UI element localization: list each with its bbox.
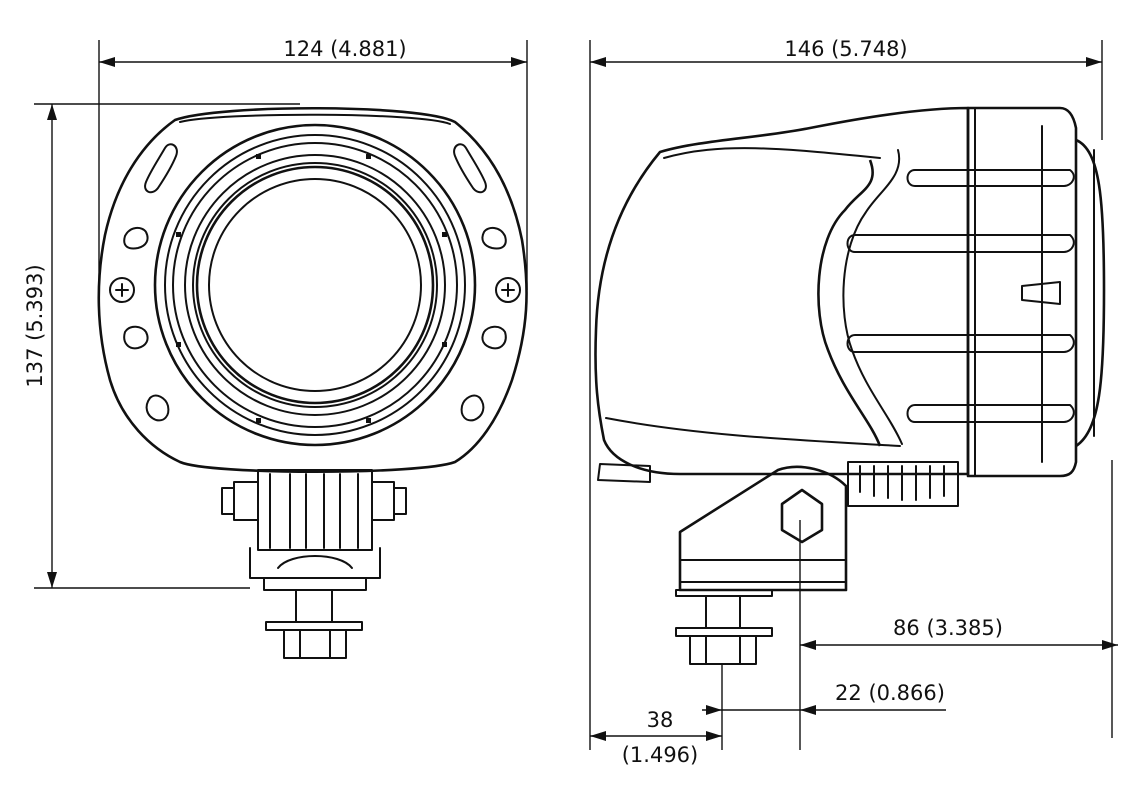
front-view	[97, 106, 528, 659]
dim-bolt-offset: 22 (0.866)	[835, 681, 945, 705]
dim-bracket-depth-inch: (1.496)	[622, 743, 699, 767]
side-housing-outline	[594, 106, 970, 476]
dim-bracket-depth-value: 38	[647, 708, 674, 732]
dimension-lines	[34, 40, 1118, 750]
dim-side-length: 146 (5.748)	[784, 37, 907, 61]
side-view	[594, 106, 1106, 665]
dim-front-width: 124 (4.881)	[283, 37, 406, 61]
dim-front-height: 137 (5.393)	[23, 264, 47, 387]
front-housing-outline	[97, 106, 528, 474]
dim-mount-to-front: 86 (3.385)	[893, 616, 1003, 640]
